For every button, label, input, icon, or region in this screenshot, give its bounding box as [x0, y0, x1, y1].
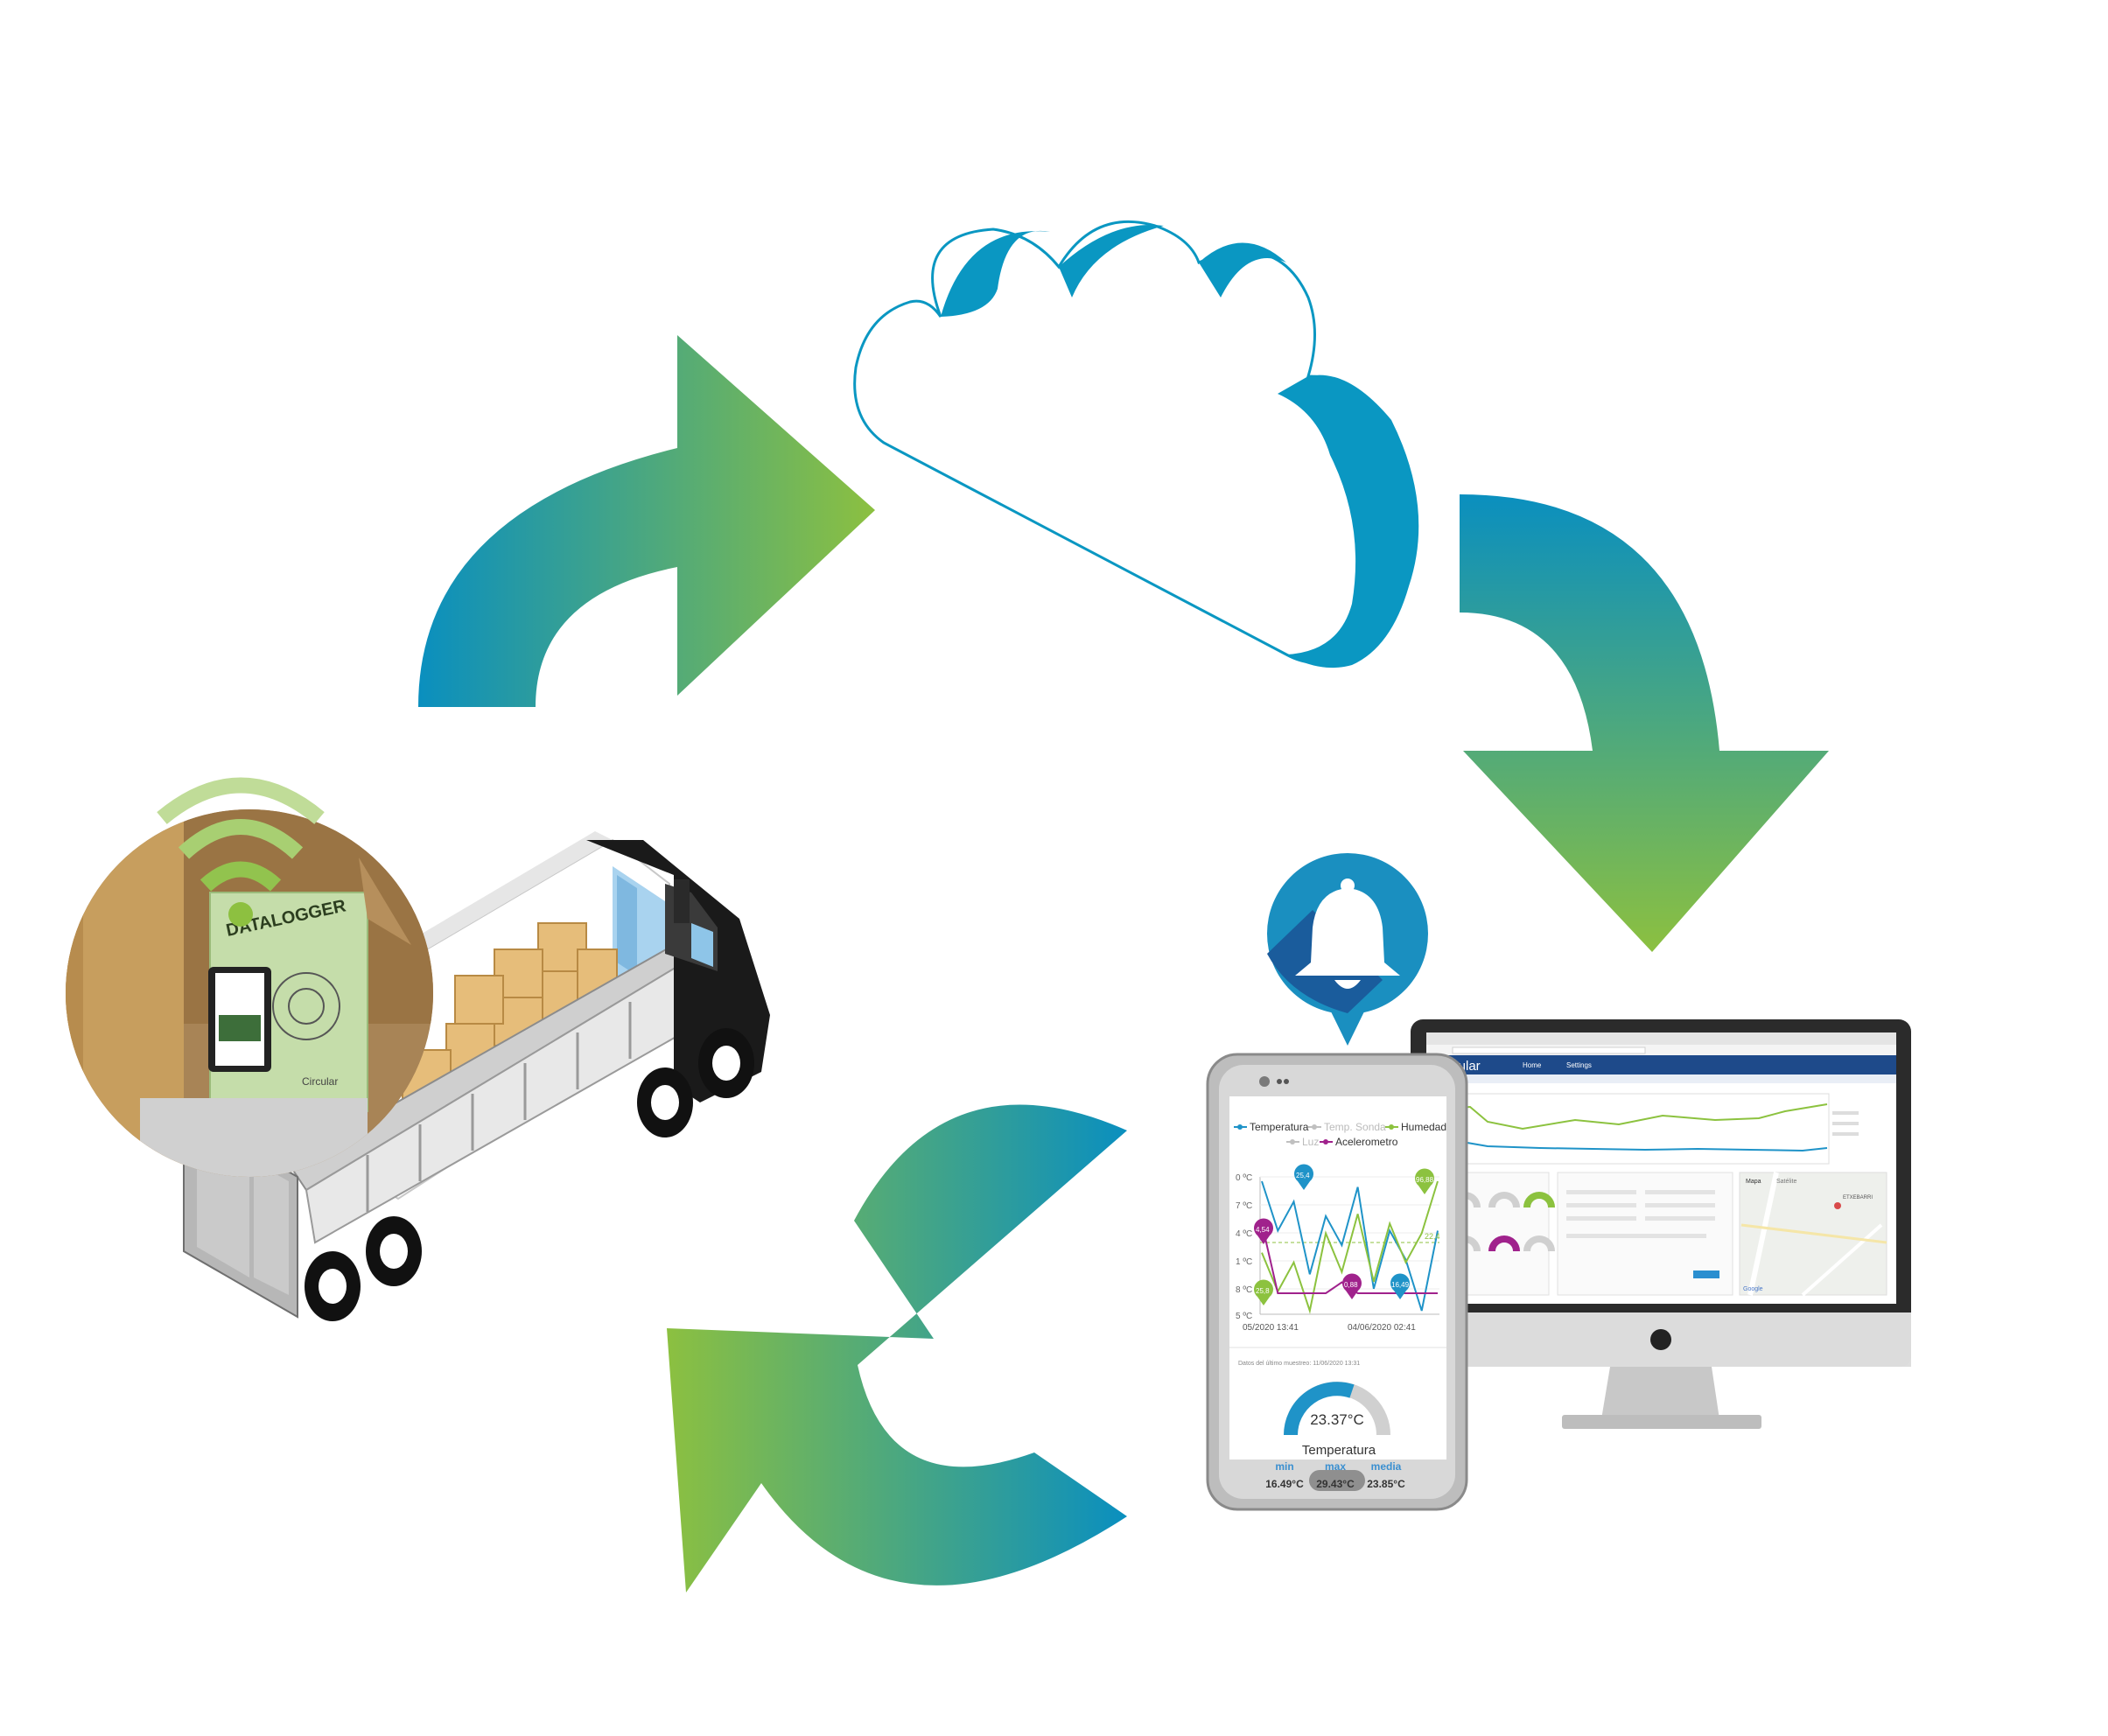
- stats-row: min max media 16.49°C 29.43°C 23.85°C: [1265, 1460, 1405, 1490]
- map-credit: Google: [1743, 1286, 1763, 1292]
- cloud-icon: [853, 220, 1419, 668]
- last-sample-label: Datos del último muestreo: 11/06/2020 13…: [1238, 1361, 1360, 1367]
- svg-text:0,88: 0,88: [1344, 1281, 1358, 1289]
- stat-max-value: 29.43°C: [1316, 1478, 1355, 1490]
- monitor-humidity-line: [1436, 1103, 1828, 1130]
- svg-text:4,54: 4,54: [1256, 1226, 1270, 1234]
- svg-text:25,4: 25,4: [1296, 1172, 1310, 1180]
- legend-acelerometro[interactable]: Acelerometro: [1335, 1136, 1398, 1148]
- map-pin-icon: [1834, 1202, 1841, 1209]
- marker-humidity-low: 25,8: [1254, 1279, 1274, 1306]
- stat-avg-label: media: [1371, 1460, 1402, 1473]
- notification-bell-badge: [1267, 853, 1428, 1046]
- y-tick-0: 0 ºC: [1236, 1173, 1252, 1183]
- legend-luz[interactable]: Luz: [1302, 1136, 1319, 1148]
- y-tick-1: 7 ºC: [1236, 1201, 1252, 1211]
- y-tick-3: 1 ºC: [1236, 1257, 1252, 1267]
- map-tab-satelite[interactable]: Satélite: [1776, 1179, 1796, 1185]
- marker-right-value: 22,4: [1425, 1232, 1440, 1241]
- marker-temp-max: 25,4: [1294, 1164, 1314, 1190]
- wifi-signal-icon: [157, 777, 325, 927]
- marker-mid-low: 0,88: [1342, 1273, 1362, 1299]
- bell-icon: [1295, 878, 1400, 989]
- map-place-label: ETXEBARRI: [1843, 1195, 1873, 1200]
- monitor-temp-line: [1436, 1137, 1828, 1152]
- legend-humedad[interactable]: Humedad: [1401, 1121, 1446, 1133]
- stat-min-label: min: [1275, 1460, 1293, 1473]
- x-label-start: 05/2020 13:41: [1243, 1323, 1299, 1333]
- desktop-monitor: Circular Home Settings: [1411, 1019, 1911, 1429]
- marker-humidity-max: 96,88: [1414, 1168, 1435, 1194]
- gauge-label: Temperatura: [1302, 1443, 1376, 1458]
- gauge-value: 23.37°C: [1310, 1411, 1364, 1428]
- phone-home-button[interactable]: [1309, 1470, 1365, 1491]
- y-tick-5: 5 ºC: [1236, 1312, 1252, 1321]
- temperature-gauge: 23.37°C: [1284, 1382, 1390, 1436]
- svg-text:25,8: 25,8: [1256, 1287, 1270, 1295]
- series-line-humedad: [1261, 1180, 1439, 1314]
- legend-temperatura[interactable]: Temperatura: [1250, 1121, 1309, 1133]
- smartphone: Temperatura Temp. Sonda Humedad Luz Acel…: [1206, 1053, 1468, 1511]
- series-line-temperatura: [1261, 1180, 1439, 1312]
- marker-temp-low: 16,49: [1390, 1273, 1411, 1299]
- datalogger-brand: Circular: [302, 1075, 338, 1088]
- svg-text:96,88: 96,88: [1416, 1176, 1434, 1184]
- truck-illustration: [183, 831, 770, 1321]
- stat-avg-value: 23.85°C: [1367, 1478, 1405, 1490]
- legend-temp-sonda[interactable]: Temp. Sonda: [1324, 1121, 1386, 1133]
- y-tick-2: 4 ºC: [1236, 1229, 1252, 1239]
- phone-chart-legend: Temperatura Temp. Sonda Humedad Luz Acel…: [1234, 1121, 1446, 1148]
- stat-min-value: 16.49°C: [1265, 1478, 1304, 1490]
- monitor-nav-settings[interactable]: Settings: [1566, 1061, 1592, 1069]
- truck-wheels: [305, 1028, 754, 1321]
- y-tick-4: 8 ºC: [1236, 1285, 1252, 1295]
- stat-max-label: max: [1325, 1460, 1346, 1473]
- monitor-nav-home[interactable]: Home: [1523, 1061, 1542, 1069]
- arrow-cloud-to-dashboard: [1460, 494, 1829, 952]
- marker-accel: 4,54: [1254, 1218, 1274, 1244]
- map-tab-mapa[interactable]: Mapa: [1746, 1179, 1761, 1185]
- phone-chart: 0 ºC 7 ºC 4 ºC 1 ºC 8 ºC 5 ºC 05/2020 13…: [1236, 1164, 1440, 1333]
- svg-text:16,49: 16,49: [1391, 1281, 1410, 1289]
- arrow-upload-to-cloud: [418, 335, 875, 707]
- arrow-dashboard-to-truck: [667, 1104, 1127, 1592]
- x-label-end: 04/06/2020 02:41: [1348, 1323, 1416, 1333]
